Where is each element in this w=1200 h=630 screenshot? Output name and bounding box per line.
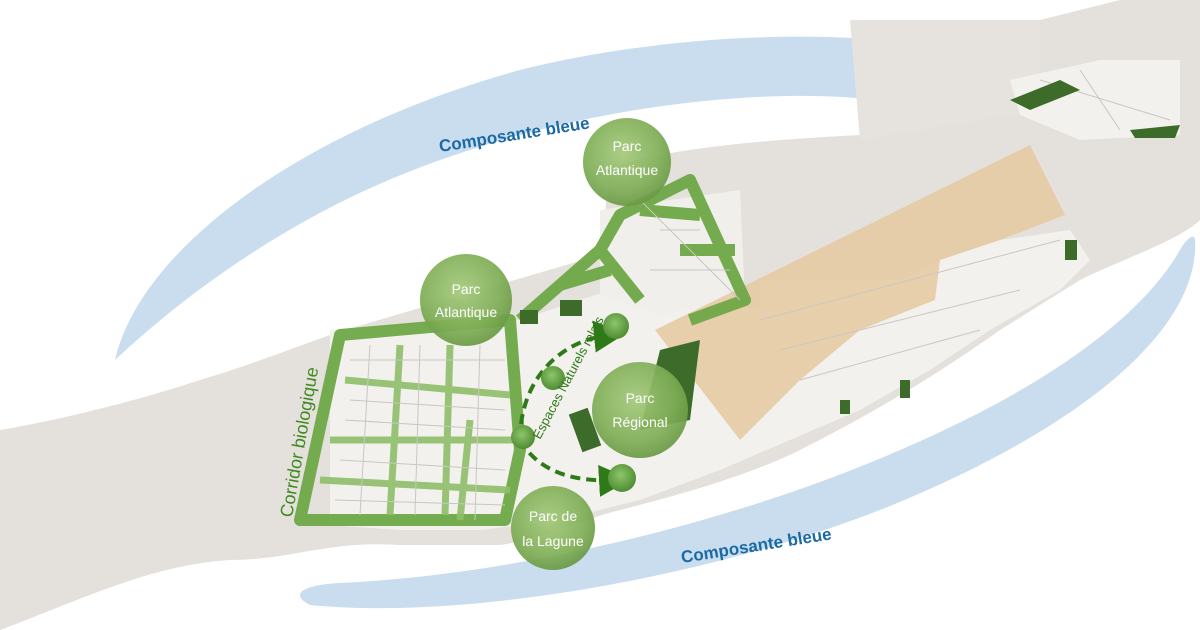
tan-development-zone	[655, 145, 1065, 440]
relay-nodes	[511, 313, 636, 492]
parc-regional-line2: Régional	[612, 414, 667, 430]
parc-atlantique-top-bubble: Parc Atlantique	[583, 118, 671, 206]
parc-lagune-line2: la Lagune	[522, 533, 584, 549]
parc-atlantique-top-line1: Parc	[613, 138, 642, 154]
parc-lagune-line1: Parc de	[529, 508, 577, 524]
parc-atlantique-left-bubble: Parc Atlantique	[420, 254, 512, 346]
parc-atlantique-left-line1: Parc	[452, 281, 481, 297]
water-ring-bottom	[300, 236, 1196, 609]
parc-regional-bubble: Parc Régional	[592, 362, 688, 458]
parc-atlantique-top-line2: Atlantique	[596, 162, 658, 178]
espaces-arrows	[518, 320, 631, 497]
parc-atlantique-left-line2: Atlantique	[435, 304, 497, 320]
parc-regional-line1: Parc	[626, 390, 655, 406]
street-grid	[334, 69, 1171, 521]
parc-lagune-bubble: Parc de la Lagune	[511, 486, 595, 570]
